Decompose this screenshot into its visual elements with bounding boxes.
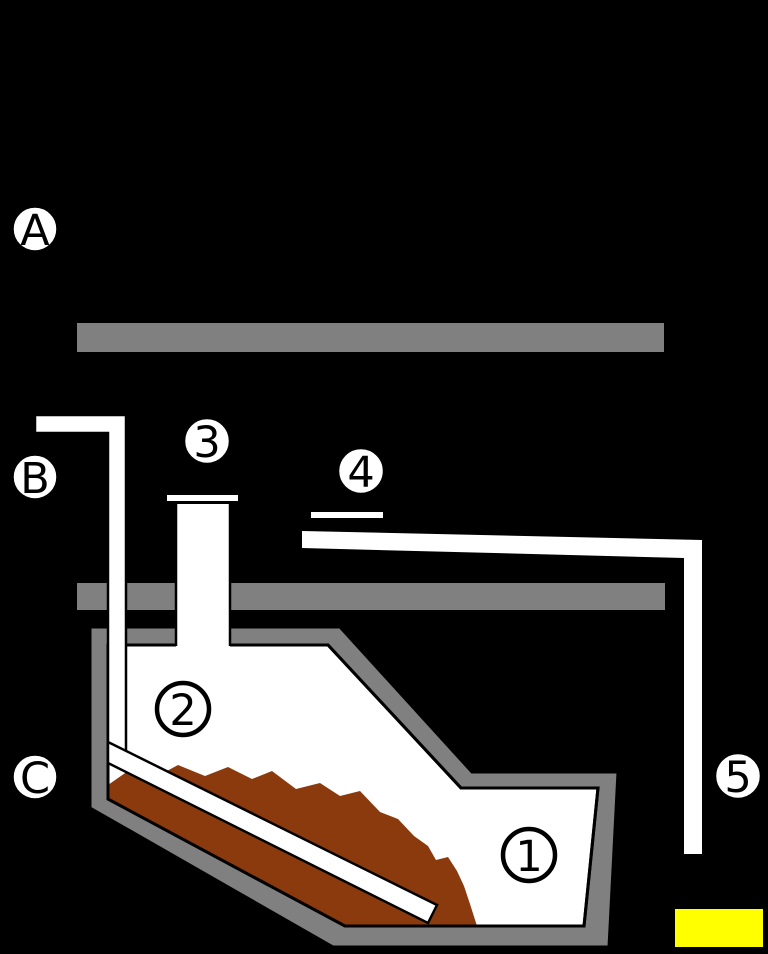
scale-bar (675, 909, 763, 947)
marker-4: 4 (334, 444, 388, 498)
marker-4-circle (334, 444, 388, 498)
marker-5-label: 5 (724, 753, 751, 803)
marker-1-label: 1 (515, 832, 542, 882)
marker-3-label: 3 (193, 418, 220, 468)
marker-B-label: B (20, 454, 50, 504)
marker-5: 5 (711, 749, 765, 803)
access-shaft (176, 504, 230, 647)
shaft-lid-line (167, 495, 238, 501)
marker-C-label: C (20, 754, 50, 804)
marker-2: 2 (154, 680, 212, 738)
marker-5-circle (711, 749, 765, 803)
dip-pipe (106, 739, 439, 925)
marker-C-circle (9, 751, 61, 803)
tank-interior-outline (106, 643, 600, 928)
marker-4-label: 4 (347, 448, 374, 498)
marker-A: A (9, 203, 61, 256)
marker-C: C (9, 751, 61, 804)
cover-slab-bar (77, 583, 665, 610)
marker-A-circle (9, 203, 61, 255)
marker-3-circle (180, 414, 234, 468)
marker-1-circle (500, 826, 558, 884)
access-shaft-outline (174, 504, 232, 646)
marker-1: 1 (500, 826, 558, 884)
marker-B: B (9, 451, 61, 504)
marker-B-circle (9, 451, 61, 503)
marker-2-circle (154, 680, 212, 738)
marker-2-label: 2 (169, 686, 196, 736)
marker-A-label: A (20, 206, 50, 256)
ground-surface-bar (77, 323, 664, 352)
cover-line (311, 512, 383, 518)
marker-3: 3 (180, 414, 234, 468)
